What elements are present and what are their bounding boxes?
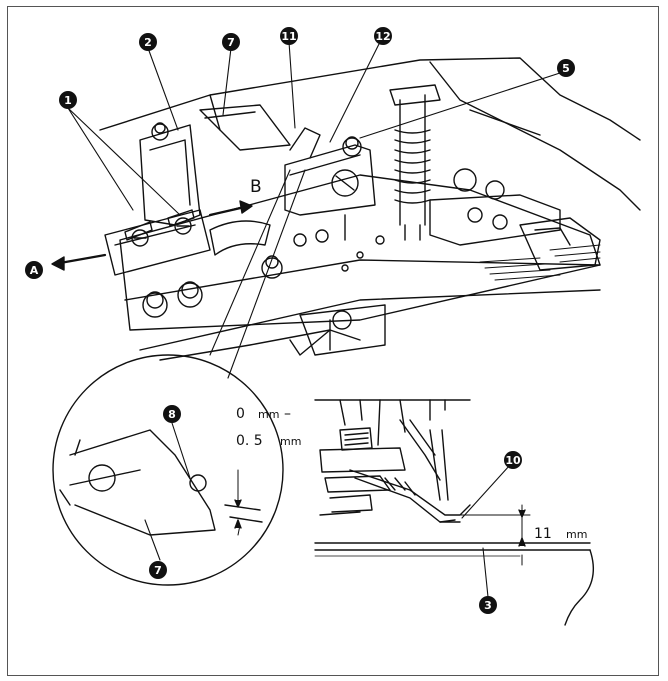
dim-bottom-unit: mm xyxy=(280,435,301,448)
dim-gap-value: 11 xyxy=(534,526,552,542)
svg-text:7: 7 xyxy=(227,36,235,49)
svg-text:1: 1 xyxy=(64,94,72,107)
callout-5: 5 xyxy=(557,59,575,77)
callout-1: 1 xyxy=(59,91,77,109)
svg-text:2: 2 xyxy=(144,36,152,49)
svg-text:10: 10 xyxy=(505,454,521,467)
svg-text:5: 5 xyxy=(562,62,570,75)
svg-text:3: 3 xyxy=(484,599,492,612)
leader-lines-upper xyxy=(67,41,564,379)
callout-3: 3 xyxy=(479,596,497,614)
callout-7-bottom: 7 xyxy=(149,561,167,579)
figure-frame xyxy=(7,6,659,676)
callout-10: 10 xyxy=(504,451,522,469)
callout-11: 11 xyxy=(280,27,298,45)
upper-assembly xyxy=(99,57,641,361)
callout-8: 8 xyxy=(163,405,181,423)
svg-text:7: 7 xyxy=(154,564,162,577)
dim-bottom-value: 0. 5 xyxy=(236,433,263,449)
svg-text:12: 12 xyxy=(375,30,390,43)
dim-gap-unit: mm xyxy=(566,528,587,541)
svg-text:A: A xyxy=(30,264,39,277)
feed-dog-hatching xyxy=(479,244,601,281)
dim-top-value: 0 xyxy=(236,406,245,422)
callout-a: A xyxy=(25,261,43,279)
svg-text:8: 8 xyxy=(168,408,176,421)
leader-lines-lower-left xyxy=(144,422,191,561)
callout-12: 12 xyxy=(374,27,392,45)
callout-7-top: 7 xyxy=(222,33,240,51)
dim-top-unit: mm xyxy=(258,408,279,421)
side-view-detail xyxy=(314,399,594,626)
direction-arrows xyxy=(51,200,253,271)
magnified-detail xyxy=(52,354,284,586)
callout-2: 2 xyxy=(139,33,157,51)
svg-text:11: 11 xyxy=(281,30,296,43)
dim-top-dash: – xyxy=(284,406,291,422)
label-b: B xyxy=(250,177,262,197)
